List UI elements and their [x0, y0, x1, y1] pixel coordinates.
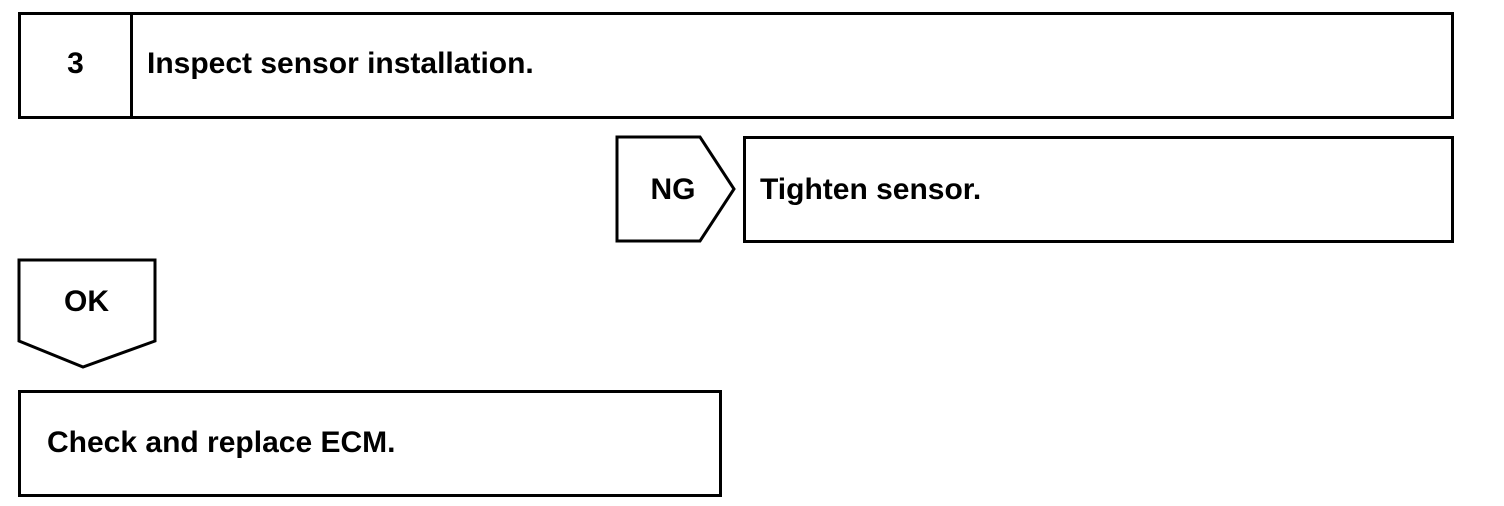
ng-action-text: Tighten sensor.	[760, 173, 982, 206]
step-title: Inspect sensor installation.	[147, 47, 534, 80]
ok-action-text: Check and replace ECM.	[47, 426, 396, 459]
step-divider	[130, 12, 133, 119]
ng-arrow	[615, 135, 736, 243]
ng-label: NG	[650, 173, 696, 206]
step-number: 3	[67, 47, 84, 80]
ok-action-box	[18, 390, 722, 497]
ng-action-box	[743, 136, 1454, 243]
step-box	[18, 12, 1454, 119]
ok-label: OK	[64, 285, 109, 318]
ok-arrow	[17, 258, 157, 369]
